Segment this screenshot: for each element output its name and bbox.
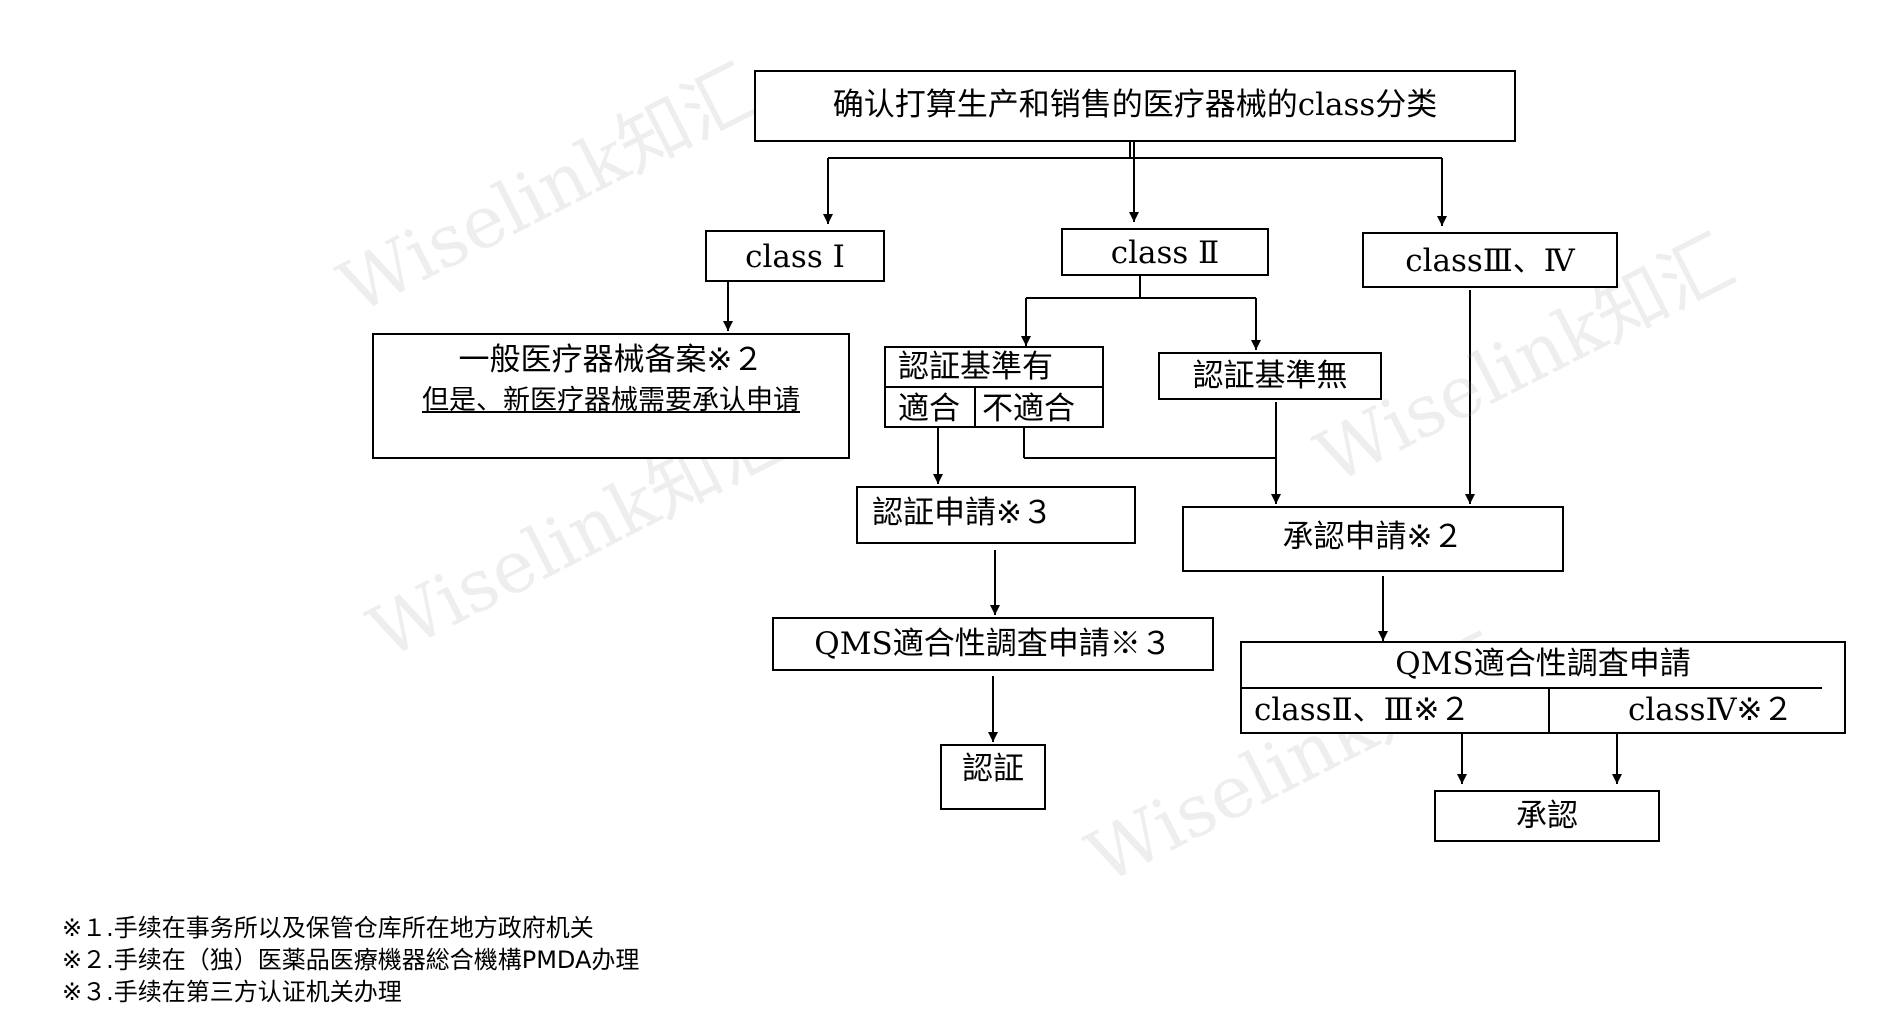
class1-box: class Ⅰ [705, 230, 885, 282]
class34-label: classⅢ、Ⅳ [1405, 243, 1575, 279]
qms-left-box: QMS適合性調査申請※３ [772, 617, 1214, 671]
approval-apply-box: 承認申請※２ [1182, 506, 1564, 572]
top-box: 确认打算生产和销售的医疗器械的class分类 [754, 70, 1516, 142]
general-filing-line2: 但是、新医疗器械需要承认申请 [422, 385, 800, 416]
divider [974, 386, 976, 426]
cert-apply-box: 認証申請※３ [856, 486, 1136, 544]
conform-label: 適合 [898, 391, 960, 427]
divider [886, 386, 1102, 388]
qms-right-box: QMS適合性調査申請 classⅡ、Ⅲ※２ classⅣ※２ [1240, 641, 1846, 734]
qms-right-class4-label: classⅣ※２ [1628, 692, 1794, 728]
cert-apply-label: 認証申請※３ [872, 495, 1053, 531]
footnote-3: ※３.手续在第三方认证机关办理 [62, 978, 402, 1006]
approved-label: 承認 [1516, 798, 1578, 834]
qms-right-label: QMS適合性調査申請 [1395, 646, 1691, 682]
class2-box: class Ⅱ [1061, 228, 1269, 276]
cert-std-yes-box: 認証基準有 適合 不適合 [884, 346, 1104, 428]
qms-left-label: QMS適合性調査申請※３ [814, 626, 1172, 662]
footnote-1: ※１.手续在事务所以及保管仓库所在地方政府机关 [62, 914, 594, 942]
class2-label: class Ⅱ [1110, 235, 1220, 271]
divider [1242, 687, 1822, 689]
class34-box: classⅢ、Ⅳ [1362, 232, 1618, 288]
general-filing-box: 一般医疗器械备案※２ 但是、新医疗器械需要承认申请 [372, 333, 850, 459]
cert-std-no-label: 認証基準無 [1192, 358, 1348, 394]
cert-std-no-box: 認証基準無 [1158, 352, 1382, 400]
divider [1548, 687, 1550, 732]
nonconform-label: 不適合 [982, 391, 1075, 427]
certified-label: 認証 [962, 751, 1024, 787]
footnote-2: ※２.手续在（独）医薬品医療機器総合機構PMDA办理 [62, 946, 640, 974]
general-filing-line1: 一般医疗器械备案※２ [458, 342, 764, 378]
top-label: 确认打算生产和销售的医疗器械的class分类 [832, 87, 1438, 123]
qms-right-class23-label: classⅡ、Ⅲ※２ [1254, 692, 1471, 728]
cert-std-yes-label: 認証基準有 [898, 349, 1053, 385]
certified-box: 認証 [940, 744, 1046, 810]
approval-apply-label: 承認申請※２ [1282, 519, 1464, 555]
approved-box: 承認 [1434, 790, 1660, 842]
class1-label: class Ⅰ [745, 239, 845, 275]
